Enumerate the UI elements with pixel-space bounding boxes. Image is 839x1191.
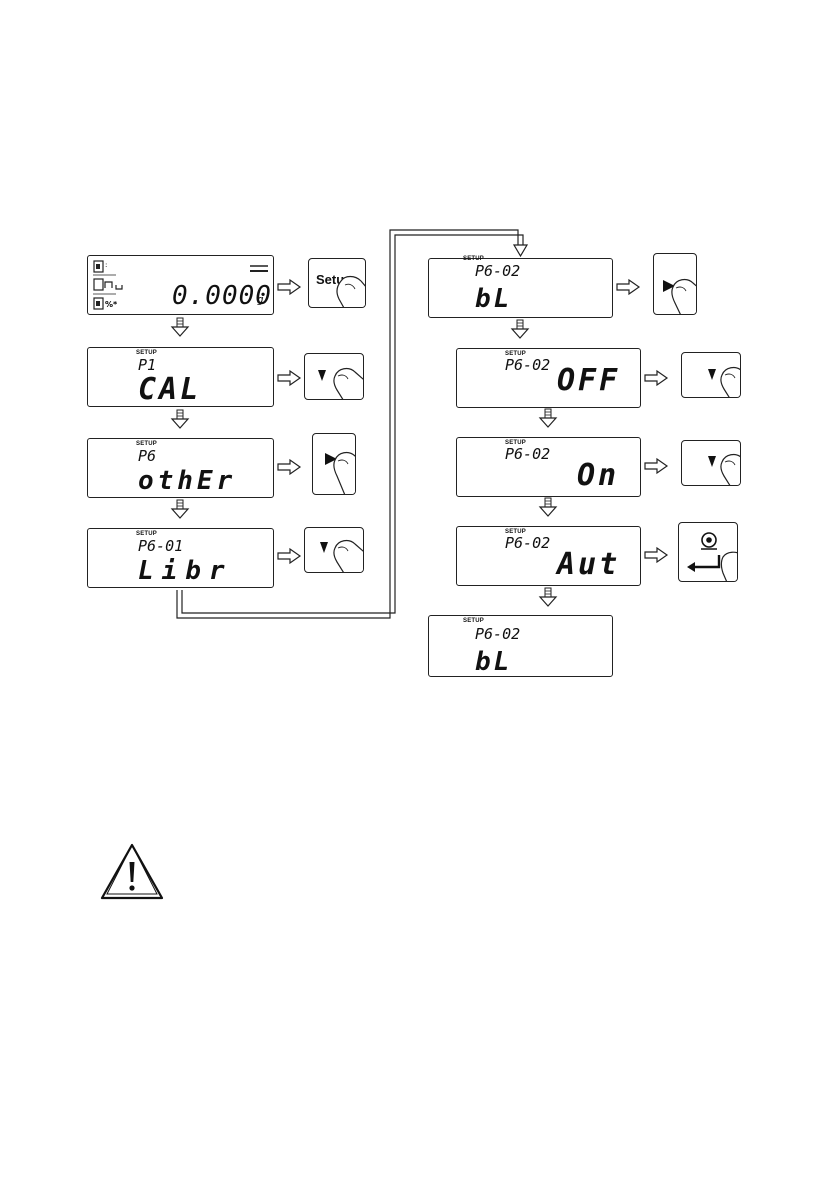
- arrow-down: [512, 320, 528, 338]
- arrow-right: [645, 371, 667, 385]
- arrow-right: [278, 549, 300, 563]
- arrow-down: [540, 588, 556, 606]
- arrow-down: [172, 500, 188, 518]
- arrow-down: [540, 409, 556, 427]
- arrow-right: [617, 280, 639, 294]
- arrow-right: [278, 460, 300, 474]
- arrow-down: [540, 498, 556, 516]
- arrow-right: [278, 371, 300, 385]
- arrow-right: [645, 548, 667, 562]
- arrow-right: [278, 280, 300, 294]
- arrow-down: [172, 318, 188, 336]
- warning-triangle-icon: [102, 845, 162, 898]
- arrow-right: [645, 459, 667, 473]
- arrow-down: [172, 410, 188, 428]
